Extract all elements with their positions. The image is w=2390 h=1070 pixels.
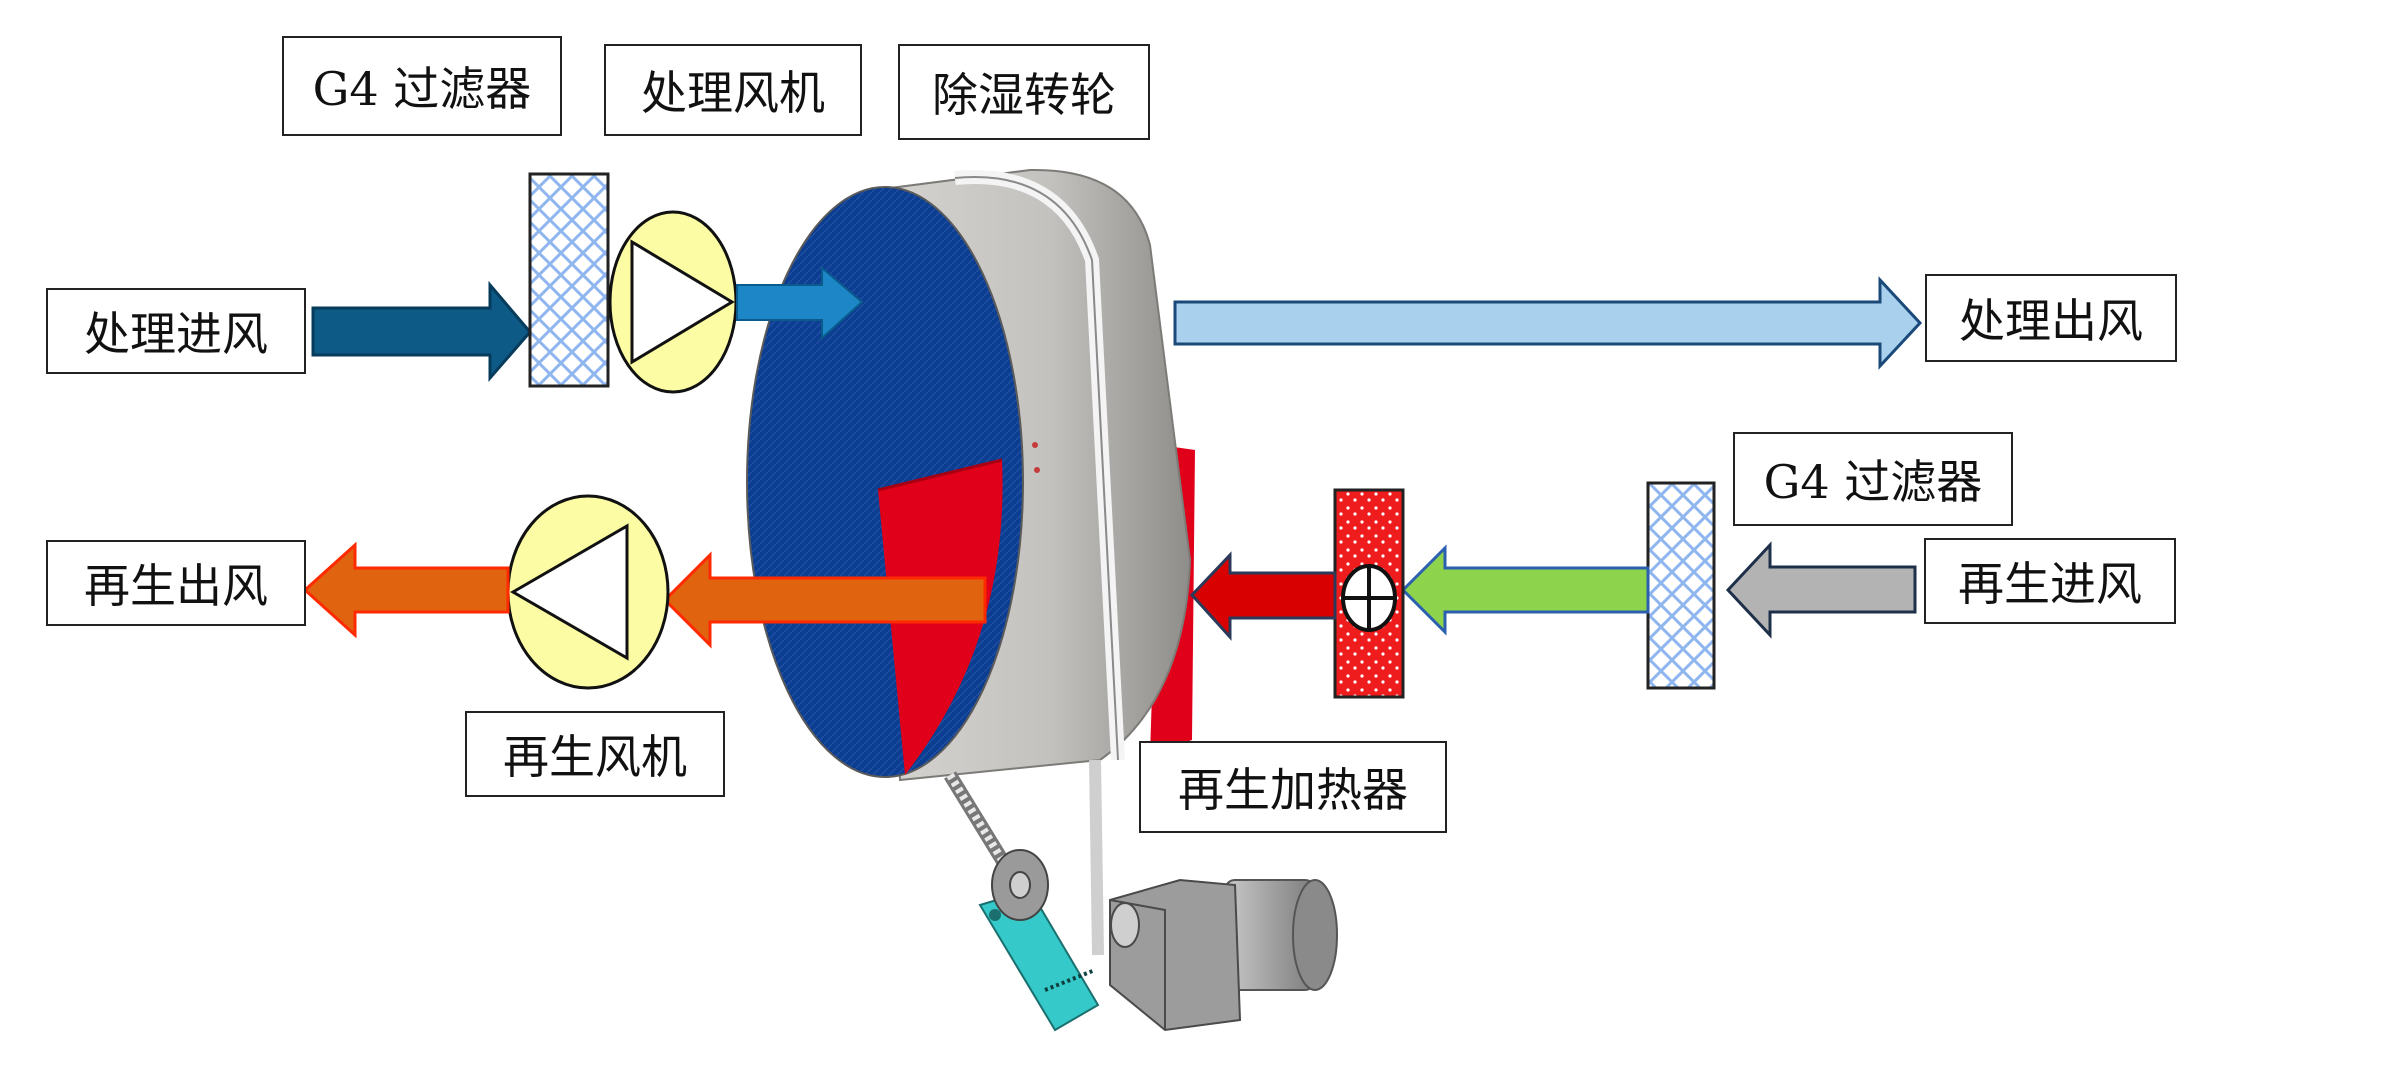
regen-inlet-arrow: [1725, 541, 1917, 639]
regen-outlet-arrow: [302, 541, 510, 639]
label-g4-filter-right: G4 过滤器: [1733, 432, 2013, 526]
drive-motor: [1109, 878, 1338, 1032]
label-process-fan: 处理风机: [604, 44, 862, 136]
regen-hot-arrow: [1189, 551, 1337, 641]
label-regen-outlet: 再生出风: [46, 540, 306, 626]
regen-heater: [1333, 488, 1405, 699]
process-fan: [608, 210, 738, 394]
label-regen-inlet: 再生进风: [1924, 538, 2176, 624]
process-g4-filter: [528, 172, 610, 388]
process-inlet-arrow: [311, 280, 532, 383]
regen-g4-filter: [1646, 481, 1716, 690]
label-regen-heater: 再生加热器: [1139, 741, 1447, 833]
desiccant-wheel: [746, 168, 1195, 782]
regen-heated-arrow: [1400, 544, 1650, 636]
label-process-inlet: 处理进风: [46, 288, 306, 374]
tensioner-arm: [978, 849, 1100, 1032]
label-desiccant-wheel: 除湿转轮: [898, 44, 1150, 140]
regen-exhaust-arrow-wheel: [662, 551, 987, 649]
label-regen-fan: 再生风机: [465, 711, 725, 797]
process-mid-arrow: [736, 265, 864, 341]
process-outlet-arrow: [1173, 276, 1923, 370]
regen-fan: [506, 494, 670, 690]
label-g4-filter-top: G4 过滤器: [282, 36, 562, 136]
label-process-outlet: 处理出风: [1925, 274, 2177, 362]
